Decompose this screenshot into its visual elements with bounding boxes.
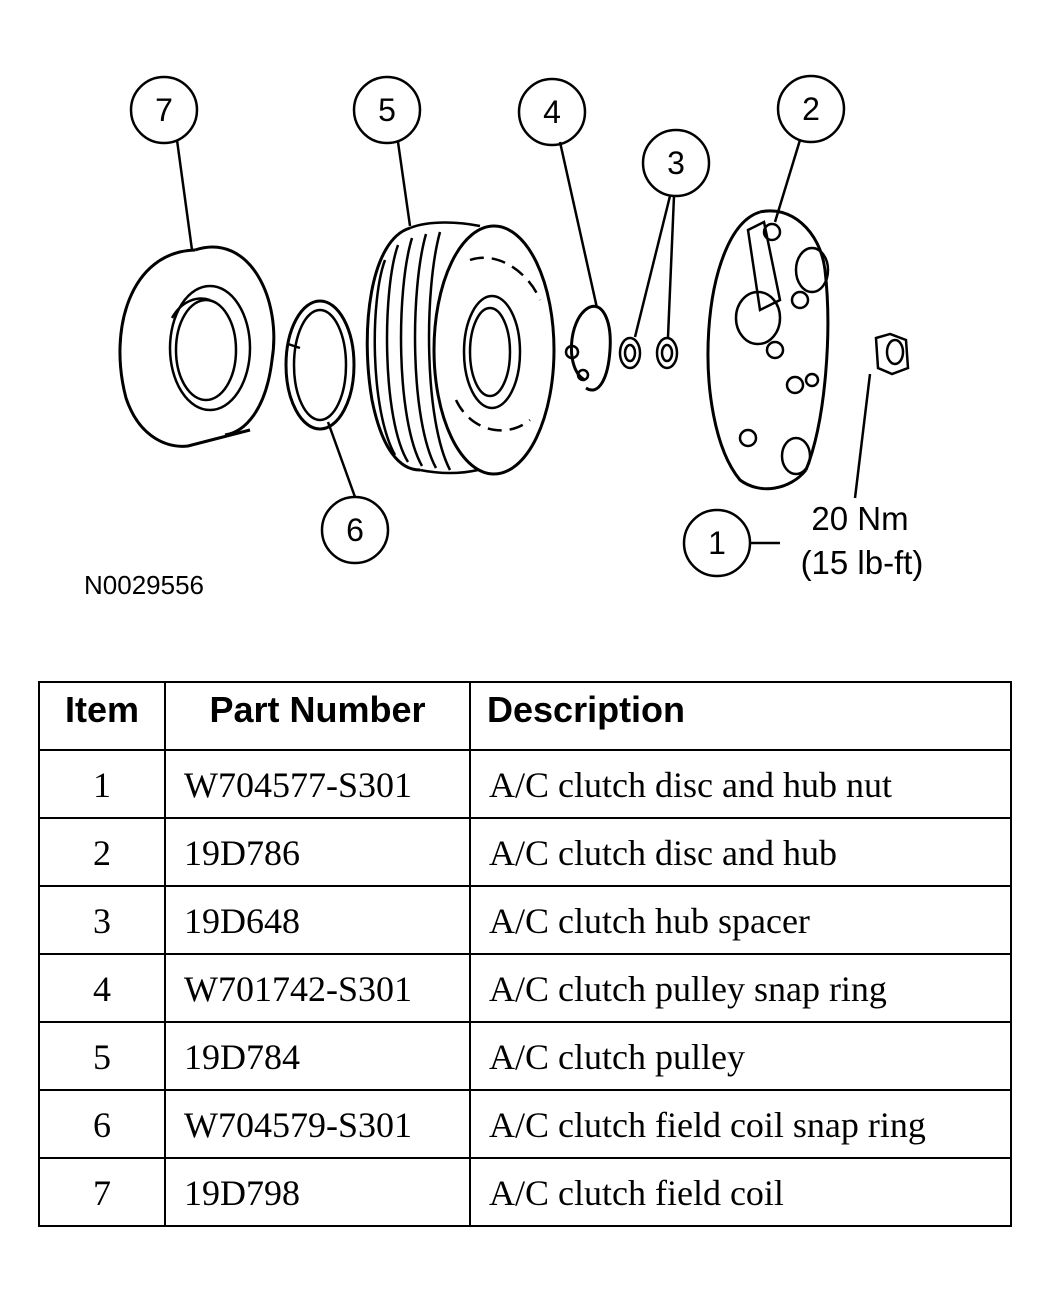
header-description: Description [469, 681, 1012, 751]
callout-2: 2 [802, 91, 820, 127]
clutch-disc-hub-part [706, 209, 830, 491]
callout-4: 4 [543, 94, 561, 130]
cell-item: 3 [38, 885, 166, 955]
cell-part-number: 19D648 [164, 885, 471, 955]
cell-part-number: 19D798 [164, 1157, 471, 1227]
leader-lines [175, 139, 872, 545]
table-row: 3 19D648 A/C clutch hub spacer [38, 885, 1012, 955]
cell-item: 2 [38, 817, 166, 887]
parts-table: Item Part Number Description 1 W704577-S… [38, 681, 1012, 1227]
cell-part-number: W704579-S301 [164, 1089, 471, 1159]
cell-part-number: W701742-S301 [164, 953, 471, 1023]
callout-1: 1 [708, 525, 726, 561]
cell-description: A/C clutch disc and hub [469, 817, 1012, 887]
callout-3: 3 [667, 145, 685, 181]
table-row: 4 W701742-S301 A/C clutch pulley snap ri… [38, 953, 1012, 1023]
figure-id: N0029556 [84, 570, 204, 600]
cell-description: A/C clutch field coil [469, 1157, 1012, 1227]
cell-description: A/C clutch disc and hub nut [469, 749, 1012, 819]
table-row: 7 19D798 A/C clutch field coil [38, 1157, 1012, 1227]
cell-item: 7 [38, 1157, 166, 1227]
cell-description: A/C clutch pulley snap ring [469, 953, 1012, 1023]
cell-part-number: 19D786 [164, 817, 471, 887]
callout-5: 5 [378, 92, 396, 128]
cell-part-number: 19D784 [164, 1021, 471, 1091]
cell-description: A/C clutch hub spacer [469, 885, 1012, 955]
exploded-view-diagram: 7 5 4 3 2 6 1 20 Nm (15 lb-ft) N0029556 [84, 74, 924, 600]
field-coil-part [118, 245, 276, 448]
cell-item: 1 [38, 749, 166, 819]
torque-value-imperial: (15 lb-ft) [801, 544, 924, 581]
table-row: 2 19D786 A/C clutch disc and hub [38, 817, 1012, 887]
table-header-row: Item Part Number Description [38, 681, 1012, 751]
header-item: Item [38, 681, 166, 751]
table-row: 6 W704579-S301 A/C clutch field coil sna… [38, 1089, 1012, 1159]
torque-value: 20 Nm [811, 500, 908, 537]
callout-circles [129, 74, 846, 578]
table-row: 5 19D784 A/C clutch pulley [38, 1021, 1012, 1091]
cell-item: 4 [38, 953, 166, 1023]
cell-item: 6 [38, 1089, 166, 1159]
cell-description: A/C clutch pulley [469, 1021, 1012, 1091]
cell-description: A/C clutch field coil snap ring [469, 1089, 1012, 1159]
pulley-part [365, 221, 556, 476]
cell-item: 5 [38, 1021, 166, 1091]
field-coil-snap-ring-part [284, 299, 356, 431]
callout-7: 7 [155, 92, 173, 128]
callout-6: 6 [346, 512, 364, 548]
hub-nut-part [874, 332, 910, 376]
table-row: 1 W704577-S301 A/C clutch disc and hub n… [38, 749, 1012, 819]
cell-part-number: W704577-S301 [164, 749, 471, 819]
header-part-number: Part Number [164, 681, 471, 751]
hub-spacer-part [618, 336, 679, 370]
pulley-snap-ring-part [564, 304, 612, 392]
